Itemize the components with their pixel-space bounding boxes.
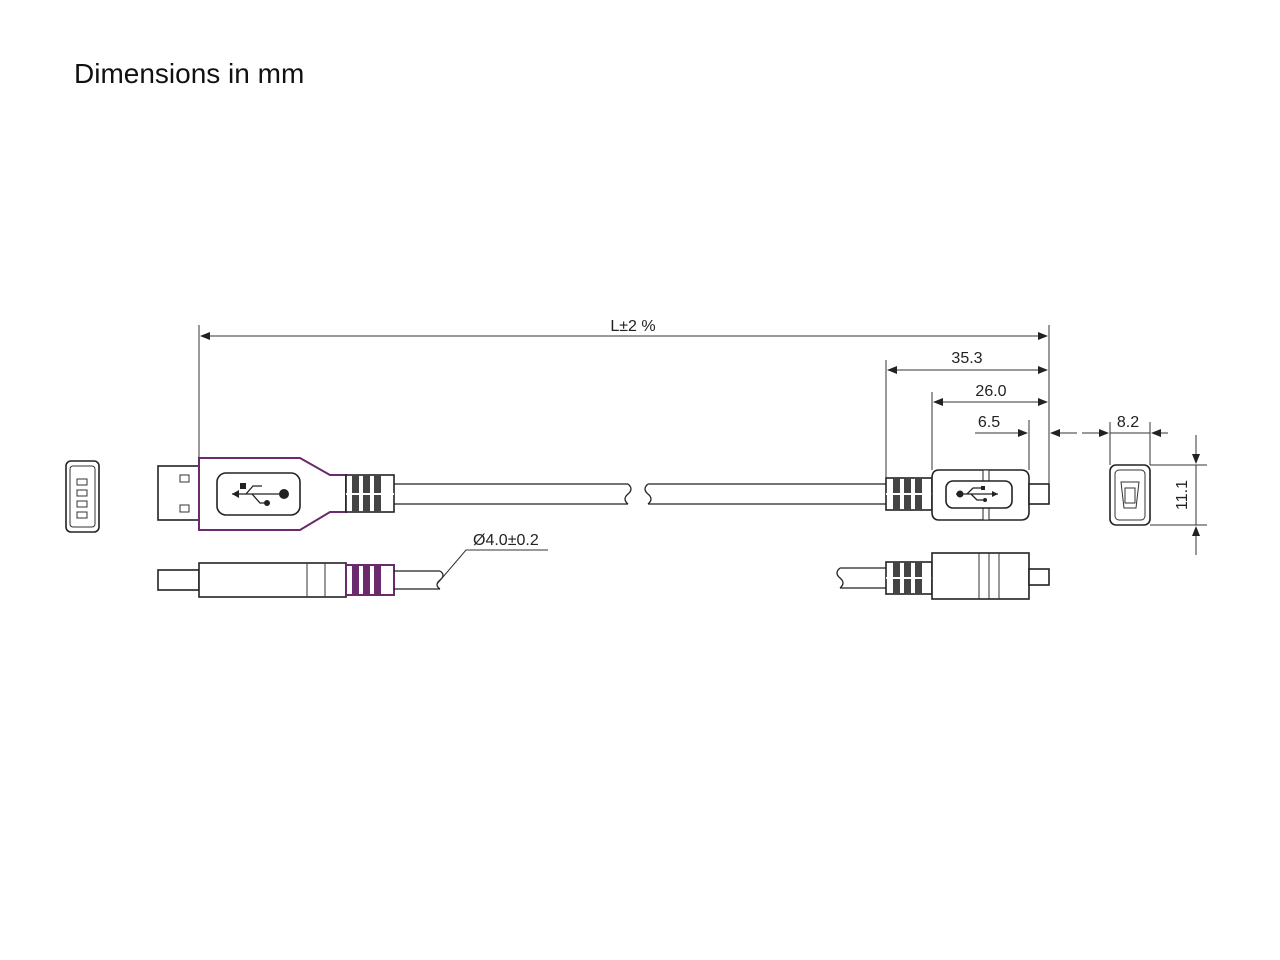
cable-top — [394, 483, 886, 505]
usb-a-connector-side — [157, 562, 444, 598]
dimension-length-label: L±2 % — [610, 318, 655, 335]
dimension-26-label: 26.0 — [975, 383, 1006, 400]
usb-a-connector-top — [157, 457, 395, 531]
dimension-lines — [198, 325, 1207, 585]
page-title: Dimensions in mm — [74, 58, 305, 89]
dimension-35-label: 35.3 — [951, 350, 982, 367]
dimension-6-label: 6.5 — [978, 414, 1000, 431]
usb-a-end-view — [65, 460, 100, 533]
dimension-diameter-label: Ø4.0±0.2 — [473, 532, 539, 549]
mini-usb-connector-side — [836, 552, 1050, 600]
dimension-height-label: 11.1 — [1174, 480, 1191, 510]
dimension-width-label: 8.2 — [1117, 414, 1139, 431]
mini-usb-connector-top — [885, 469, 1050, 521]
usb-logo-icon — [232, 483, 289, 506]
usb-logo-icon-small — [956, 486, 998, 502]
mini-usb-end-view — [1109, 464, 1151, 526]
